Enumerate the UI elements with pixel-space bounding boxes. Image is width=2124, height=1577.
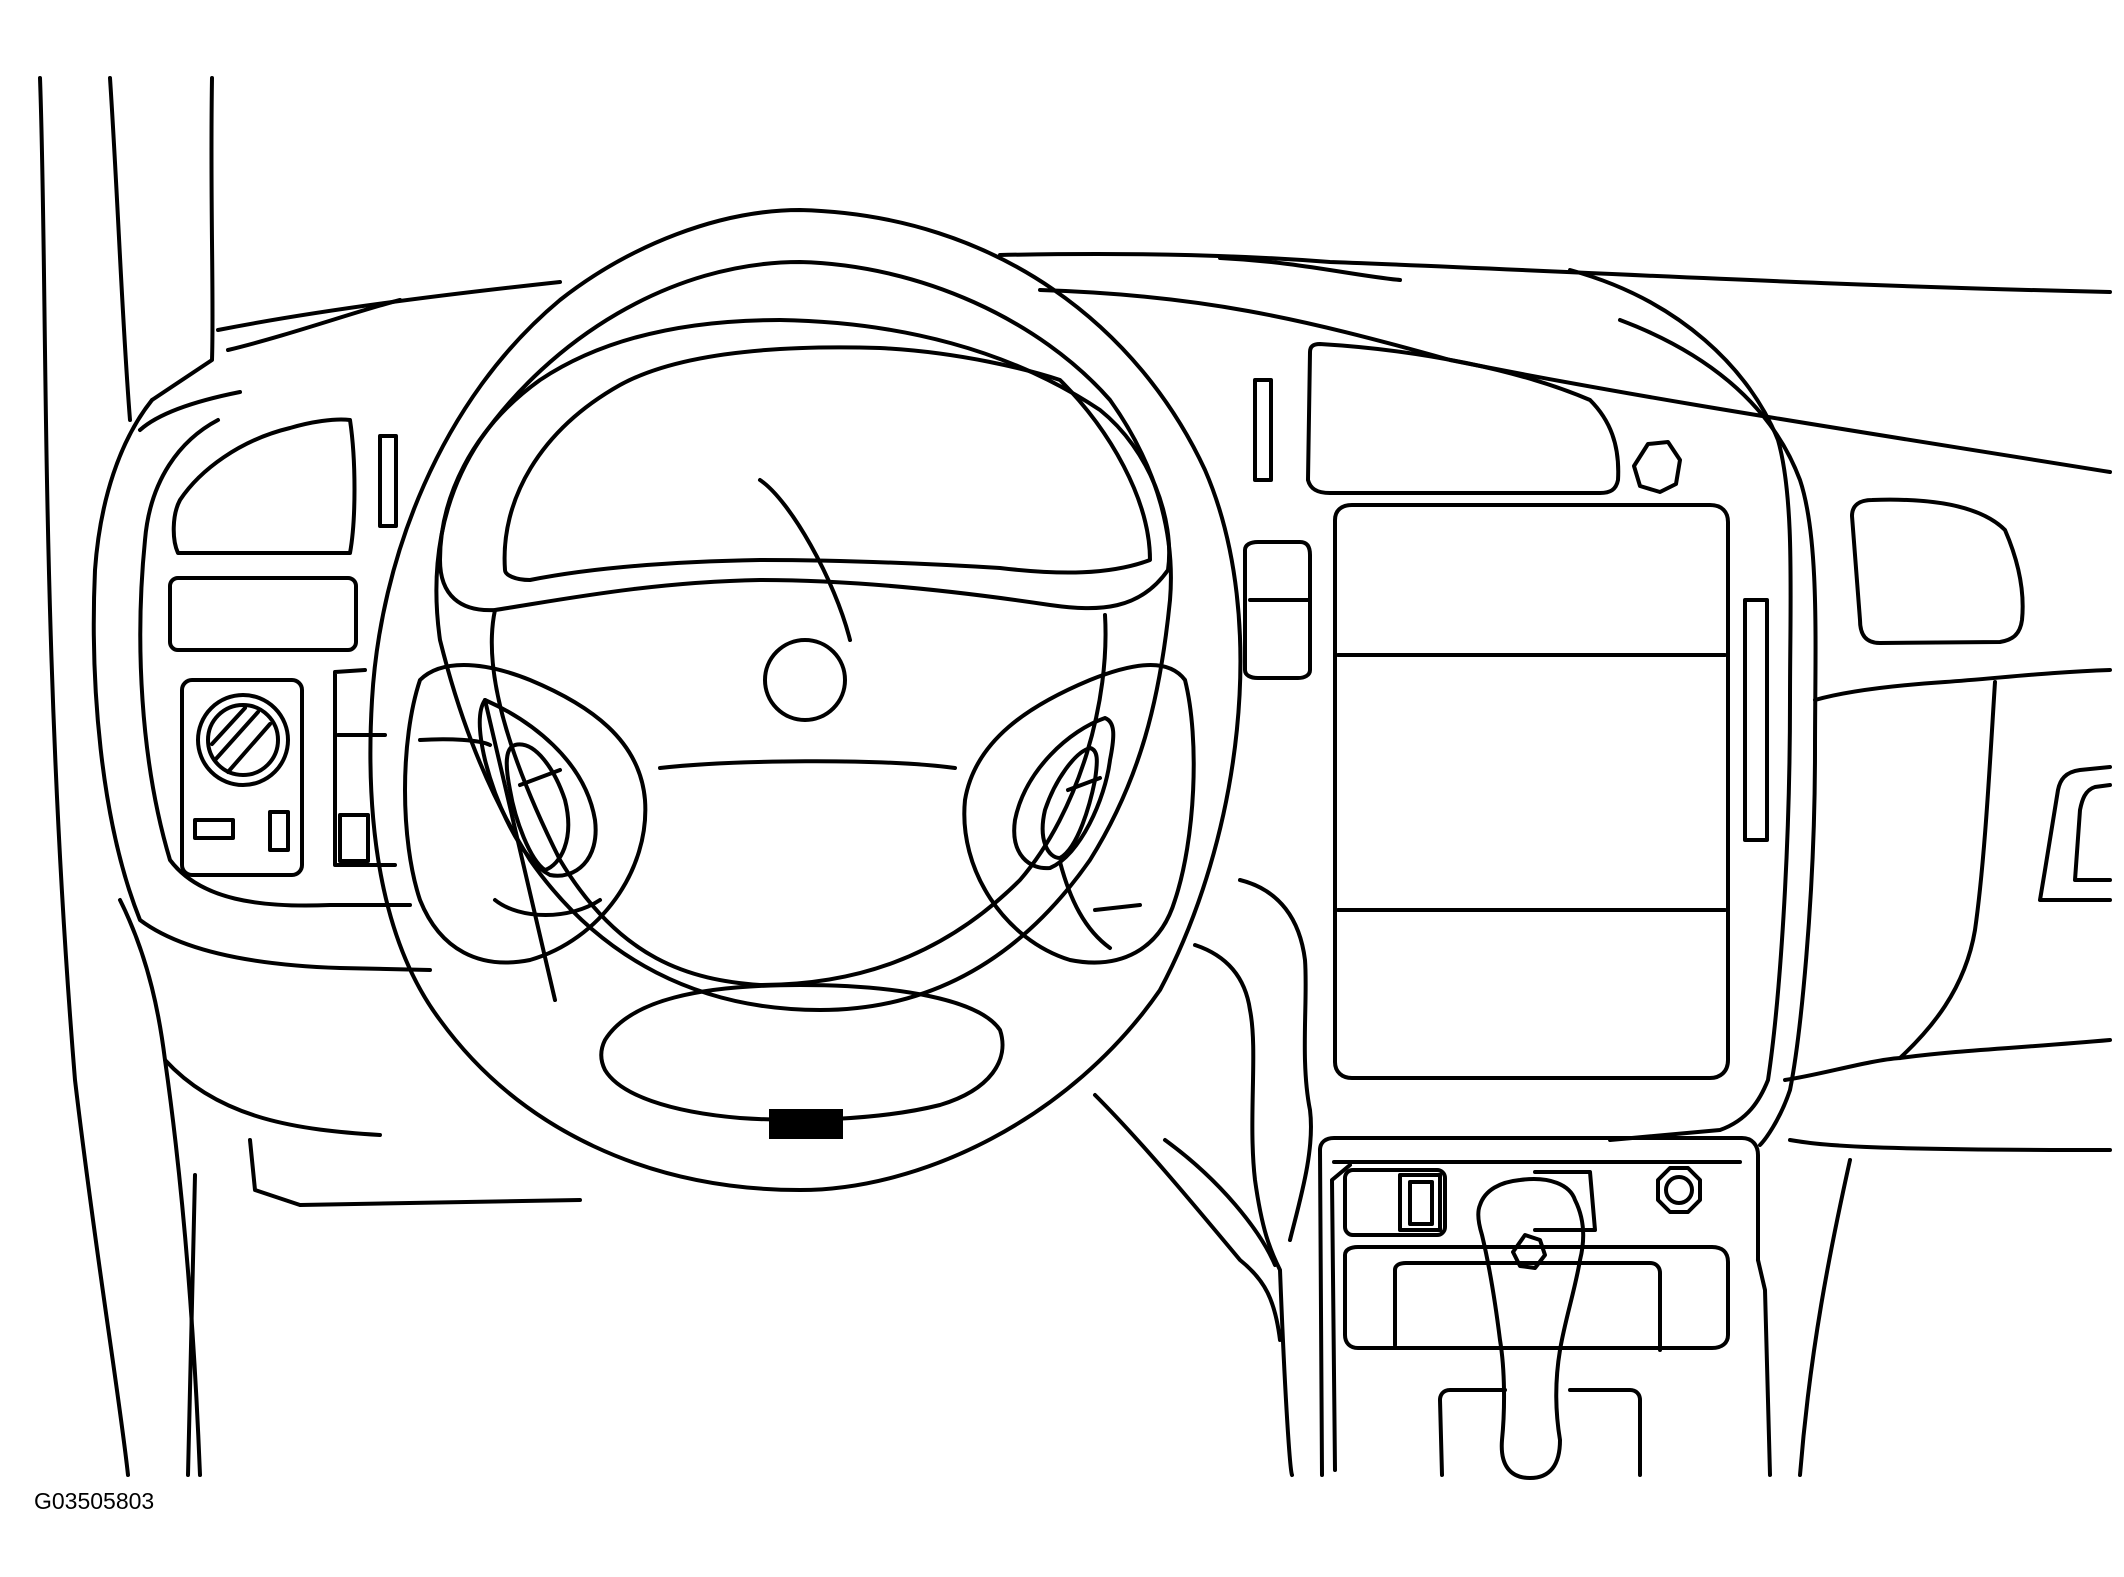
dashboard-top — [216, 251, 2112, 474]
figure-code: G03505803 — [34, 1488, 155, 1514]
console-switches — [1343, 1166, 1702, 1237]
horn-emblem — [763, 638, 847, 722]
right-dash-panel — [1798, 497, 2112, 1477]
steering-wheel-lower-spoke — [599, 983, 1005, 1139]
center-stack-right-edge — [1568, 268, 2112, 1152]
floor-lines — [163, 1058, 1282, 1477]
center-hazard-switch — [1243, 378, 1312, 680]
sunload-sensor — [1632, 440, 1682, 494]
steering-wheel — [368, 208, 1243, 1192]
left-switch-panel — [168, 576, 358, 652]
steering-wheel-upper-opening — [438, 318, 1172, 613]
left-air-vent — [171, 417, 398, 555]
steering-column-indicator — [769, 1109, 843, 1139]
center-console — [1318, 1136, 1772, 1477]
center-air-vent — [1306, 342, 1621, 495]
steering-wheel-right-controls — [962, 663, 1196, 965]
shift-lever — [1476, 1177, 1586, 1480]
steering-wheel-left-controls — [403, 663, 648, 1002]
center-radio-unit — [1333, 503, 1769, 1080]
headlamp-switch-block — [180, 678, 304, 877]
console-tray — [1343, 1245, 1730, 1477]
center-stack-column-left — [1163, 878, 1313, 1477]
a-pillar — [38, 76, 215, 1477]
console-knob — [1656, 1166, 1702, 1214]
left-small-switches — [333, 668, 397, 867]
